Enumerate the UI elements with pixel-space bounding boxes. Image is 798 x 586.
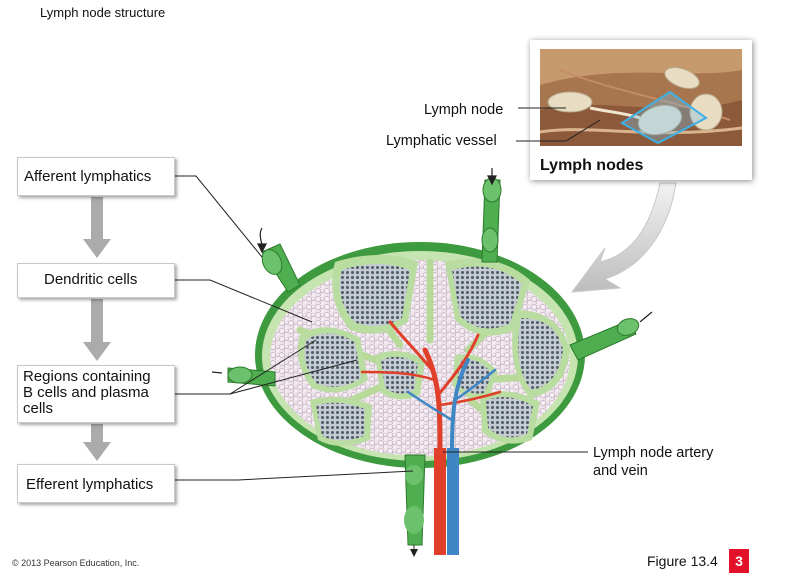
afferent-vessels [227,177,640,387]
b-cell-regions-label-line2: B cells and plasma [23,384,149,401]
afferent-lymphatics-label: Afferent lymphatics [24,168,152,185]
artery-vein-label-line2: and vein [593,463,648,479]
lymph-node-label: Lymph node [424,102,504,118]
b-cell-regions-label-line1: Regions containing [23,368,151,385]
efferent-vessel [404,448,459,557]
flow-arrows [83,197,111,461]
lymph-nodes-photo [530,40,752,180]
efferent-lymphatics-box: Efferent lymphatics [17,464,175,503]
efferent-lymphatics-label: Efferent lymphatics [26,476,154,493]
dendritic-cells-label: Dendritic cells [44,271,138,288]
artery-vein-label-line1: Lymph node artery [593,445,714,461]
b-cell-regions-box: Regions containing B cells and plasma ce… [17,365,175,423]
b-cell-regions-label-line3: cells [23,400,54,417]
leader-lines [175,175,588,481]
pointer-arrow [570,182,677,293]
dendritic-cells-box: Dendritic cells [17,263,175,298]
step-badge: 3 [729,549,749,573]
afferent-lymphatics-box: Afferent lymphatics [17,157,175,196]
lymph-node [255,242,585,468]
copyright: © 2013 Pearson Education, Inc. [12,558,140,568]
photo-illustration [539,49,743,146]
page-title: Lymph node structure [40,5,166,20]
photo-caption: Lymph nodes [540,157,644,174]
artery-vein-label: Lymph node artery and vein [593,444,713,480]
lymphatic-vessel-label: Lymphatic vessel [386,133,497,149]
figure-number: Figure 13.4 [647,553,718,569]
